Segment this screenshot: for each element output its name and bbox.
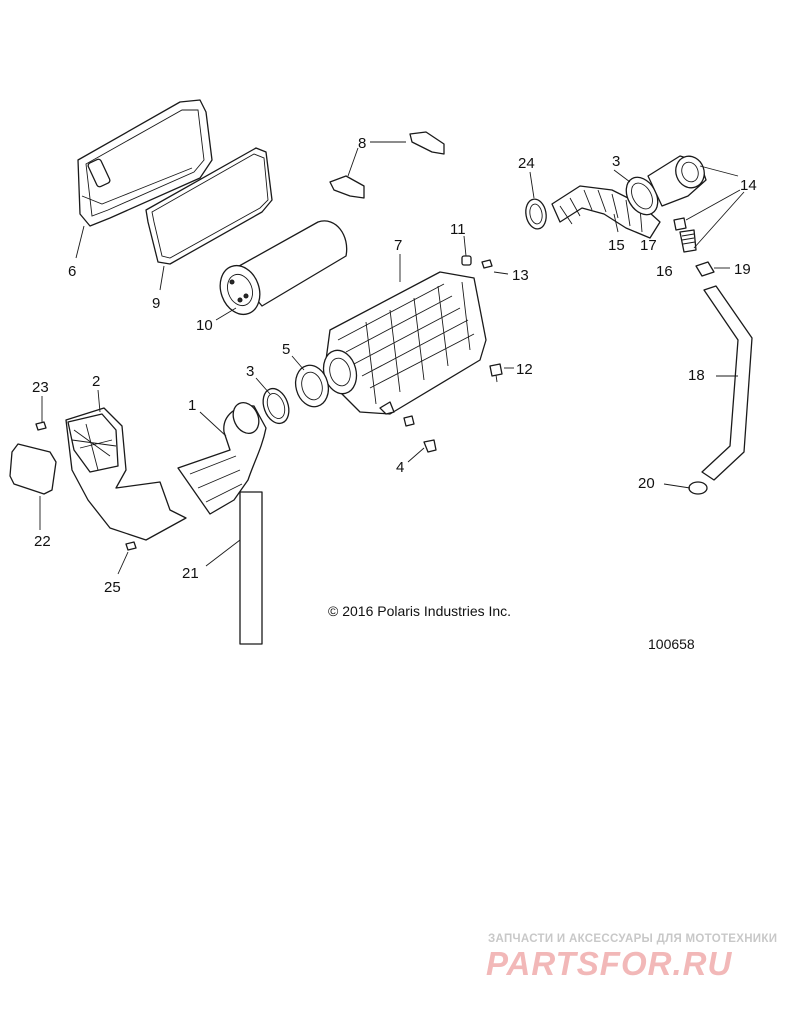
part-3-clamp: [262, 387, 290, 425]
part-13-screw: [481, 259, 493, 269]
part-6-airbox-cover: [77, 99, 213, 227]
watermark-logo: PARTSFOR.RU: [486, 945, 733, 982]
callout-2: 2: [92, 373, 100, 390]
leader-lines: [39, 141, 745, 575]
callout-7: 7: [394, 237, 402, 254]
callout-3: 3: [246, 363, 254, 380]
watermark-tagline: ЗАПЧАСТИ И АКСЕССУАРЫ ДЛЯ МОТОТЕХНИКИ: [488, 933, 778, 945]
callout-15: 15: [608, 237, 625, 254]
copyright-notice: © 2016 Polaris Industries Inc.: [328, 603, 512, 619]
callout-17: 17: [640, 237, 657, 254]
callout-24: 24: [518, 155, 535, 172]
callout-13: 13: [512, 267, 529, 284]
part-7-airbox: [322, 271, 487, 415]
part-25-screw: [125, 541, 137, 551]
part-1-intake-duct: [177, 401, 267, 515]
callout-19: 19: [734, 261, 751, 278]
part-3-clamp-right: [625, 176, 659, 216]
callout-labels: 1 2 3 3 4 5 6 7 8 9 10 11 12 13 14 15 16…: [32, 135, 757, 596]
callout-4: 4: [396, 459, 404, 476]
part-2-inlet-housing: [65, 407, 187, 541]
part-8-clips: [329, 131, 445, 199]
callout-23: 23: [32, 379, 49, 396]
callout-21: 21: [182, 565, 199, 582]
callout-3-right: 3: [612, 153, 620, 170]
part-17-fitting: [673, 217, 687, 231]
callout-9: 9: [152, 295, 160, 312]
callout-1: 1: [188, 397, 196, 414]
part-4-fastener: [403, 415, 437, 453]
part-12-bolt: [489, 363, 503, 383]
part-24-clamp: [525, 198, 547, 230]
part-16-fitting: [679, 229, 697, 253]
part-15-hose: [551, 185, 661, 239]
part-9-gasket: [145, 147, 273, 265]
part-11-nut: [461, 255, 472, 266]
callout-10: 10: [196, 317, 213, 334]
part-19-cap: [695, 261, 715, 277]
callout-16: 16: [656, 263, 673, 280]
callout-12: 12: [516, 361, 533, 378]
part-10-air-filter: [219, 220, 348, 316]
part-18-drain-tube: [701, 285, 753, 481]
callout-22: 22: [34, 533, 51, 550]
callout-11: 11: [450, 221, 466, 238]
callout-5: 5: [282, 341, 290, 358]
part-5-coupler: [294, 364, 330, 408]
callout-25: 25: [104, 579, 121, 596]
callout-18: 18: [688, 367, 705, 384]
callout-20: 20: [638, 475, 655, 492]
callout-6: 6: [68, 263, 76, 280]
document-number: 100658: [648, 636, 695, 652]
part-21-strip: [239, 491, 263, 645]
callout-8: 8: [358, 135, 366, 152]
part-20-clamp: [688, 481, 708, 495]
callout-14: 14: [740, 177, 757, 194]
part-23-nut: [35, 421, 47, 431]
part-22-pad: [9, 443, 57, 495]
